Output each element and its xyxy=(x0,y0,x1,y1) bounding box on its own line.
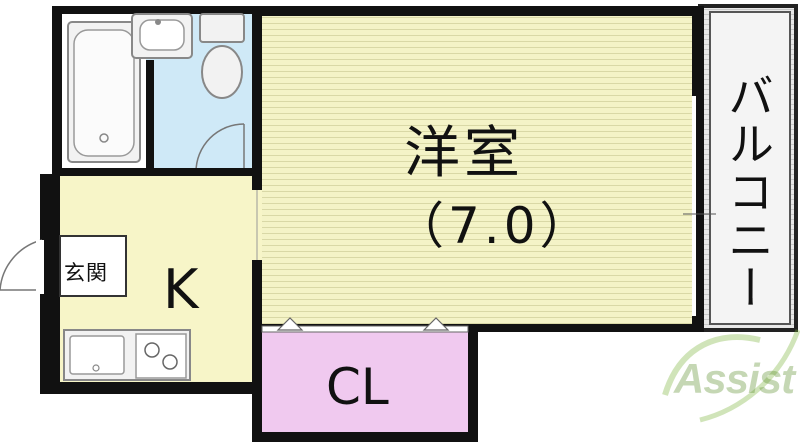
kitchen-counter xyxy=(63,329,191,381)
watermark-text: Assist xyxy=(674,355,795,402)
toilet-bowl xyxy=(201,45,243,99)
sink xyxy=(69,335,125,375)
entrance xyxy=(0,235,127,297)
bathroom xyxy=(62,13,252,173)
watermark-logo xyxy=(662,329,800,423)
closet-label: CL xyxy=(326,358,389,416)
balcony-label: バルコニー xyxy=(721,72,775,312)
toilet-tank xyxy=(199,13,245,43)
western-room-label: 洋室 xyxy=(404,121,524,186)
closet-floor xyxy=(262,332,468,432)
entrance-label: 玄関 xyxy=(64,261,108,285)
western-room-size: （7.0） xyxy=(394,197,594,255)
stove xyxy=(135,333,187,379)
balcony xyxy=(698,4,798,332)
western-room-floor xyxy=(262,16,692,324)
kitchen-label: K xyxy=(163,258,199,321)
